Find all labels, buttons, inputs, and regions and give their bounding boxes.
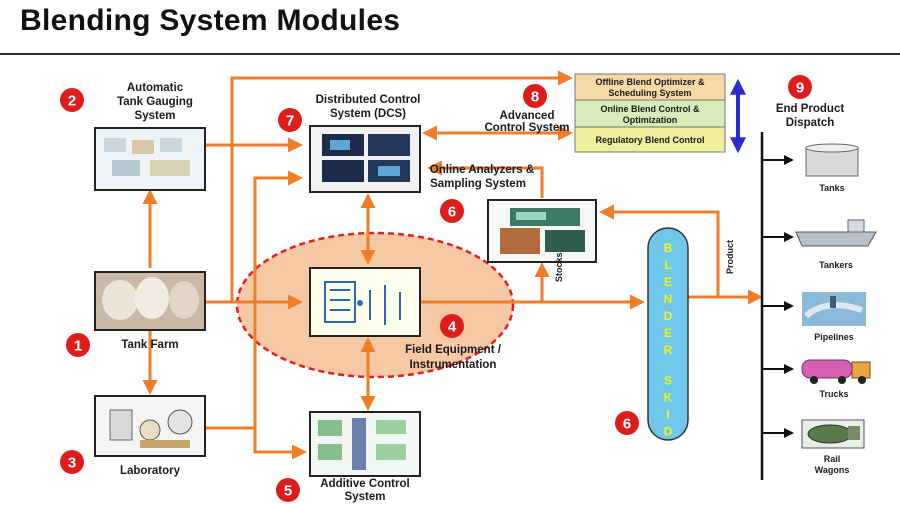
tank-gauging-label-2: Tank Gauging [117,96,193,108]
badge-8: 8 [531,89,539,106]
badge-9: 9 [796,80,804,97]
additive-label-2: System [345,491,386,503]
arrow-farm-to-optimizer [205,70,573,304]
badge-6-blender: 6 [623,416,631,433]
blender-letter: D [664,309,673,323]
analyzers-module: 6 Online Analyzers & Sampling System [430,164,597,263]
dispatch-label-1: End Product [776,103,845,115]
blender-letter: N [664,292,673,306]
badge-1: 1 [74,338,82,355]
badge-7: 7 [286,113,294,130]
product-label: Product [725,240,735,274]
advanced-control-label-1: Advanced [500,110,555,122]
laboratory-module: 3 Laboratory [60,395,206,477]
dcs-module: 7 Distributed Control System (DCS) [278,94,421,193]
ship-icon [795,219,877,247]
tank-gauging-label-1: Automatic [127,82,184,94]
title-divider [0,53,900,55]
level-offline-line-1: Offline Blend Optimizer & [595,77,705,87]
additive-label-1: Additive Control [320,478,409,490]
field-equipment-label-2: Instrumentation [410,359,497,371]
tank-gauging-module: 2 Automatic Tank Gauging System [60,82,206,191]
dest-pipelines: Pipelines [814,332,854,342]
blender-letter: K [664,391,673,405]
badge-5: 5 [284,483,292,500]
tanks-icon [805,143,859,177]
dispatch-section: 9 End Product Dispatch Tanks T [760,75,877,480]
level-regulatory: Regulatory Blend Control [595,135,704,145]
arrow-lab-to-additive [253,428,307,460]
level-offline-line-2: Scheduling System [608,88,691,98]
field-equipment-label-1: Field Equipment / [405,344,502,356]
analyzers-label-2: Sampling System [430,178,526,190]
tank-gauging-label-3: System [135,110,176,122]
arrow-product-to-analyzer [599,204,720,297]
analyzers-label-1: Online Analyzers & [430,164,534,176]
level-online-line-2: Optimization [623,115,678,125]
badge-2: 2 [68,93,76,110]
dest-tanks: Tanks [819,183,844,193]
additive-module: 5 Additive Control System [276,411,421,503]
page-title: Blending System Modules [20,4,401,37]
truck-icon [801,359,871,384]
badge-6-analyzers: 6 [448,204,456,221]
flow-arrows [142,70,763,460]
blender-letter: B [664,241,673,255]
arrow-lab-to-dcs [205,170,303,430]
tank-farm-label: Tank Farm [121,339,178,351]
badge-4: 4 [448,319,457,336]
dispatch-arrows [762,155,794,438]
advanced-control-module: 8 Advanced Control System [485,84,570,134]
dcs-label-2: System (DCS) [330,108,406,120]
pipeline-icon [802,292,866,326]
field-equipment-module: 4 Field Equipment / Instrumentation [309,267,502,371]
dispatch-label-2: Dispatch [786,117,835,129]
blender-letter: E [664,326,672,340]
dest-rail-line-1: Rail [824,454,841,464]
dest-tankers: Tankers [819,260,853,270]
arrow-analyzer-to-dcs [427,160,544,198]
blender-letter: D [664,425,673,439]
blender-letter: R [664,343,673,357]
stocks-label: Stocks [554,252,564,282]
rail-wagon-icon [801,419,865,449]
level-online-line-1: Online Blend Control & [601,104,700,114]
blender-letter: L [664,258,671,272]
blender-letter: I [666,408,669,422]
dest-trucks: Trucks [819,389,848,399]
blender-letter: E [664,275,672,289]
dcs-label-1: Distributed Control [316,94,421,106]
dest-rail-line-2: Wagons [815,465,850,475]
badge-3: 3 [68,455,76,472]
control-levels: Offline Blend Optimizer & Scheduling Sys… [574,73,746,154]
laboratory-label: Laboratory [120,465,181,477]
blender-letter: S [664,374,672,388]
tank-farm-module: 1 Tank Farm [66,271,206,357]
advanced-control-label-2: Control System [485,122,570,134]
